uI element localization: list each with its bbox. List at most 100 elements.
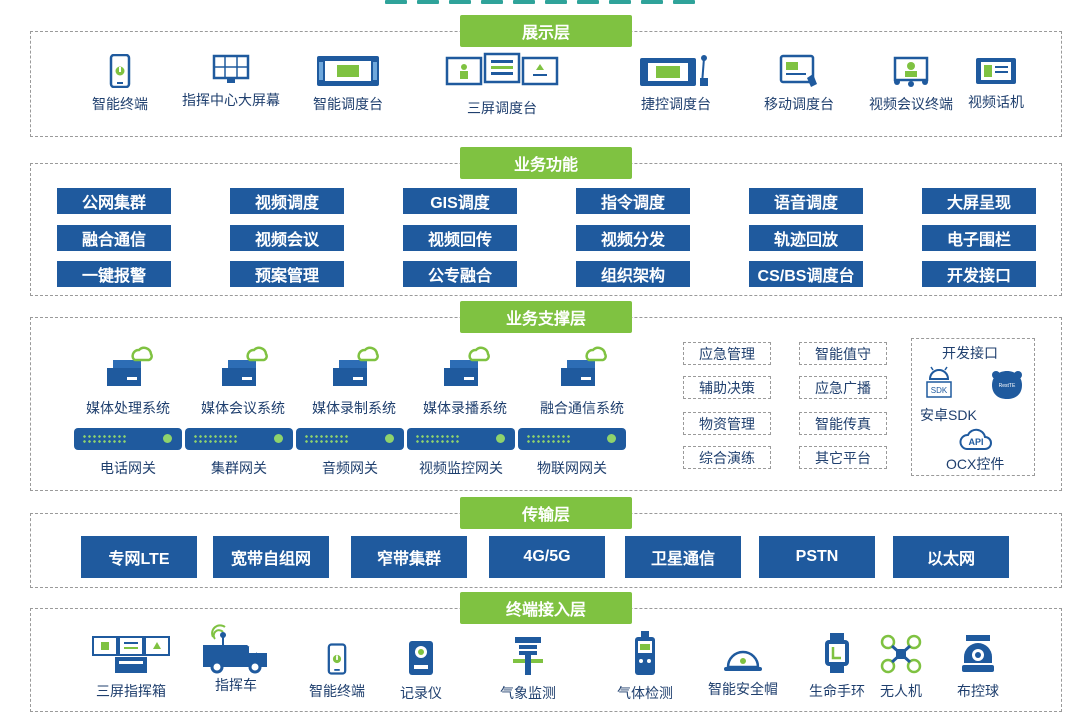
gateway-device-icon: [185, 428, 293, 450]
layer-title: 传输层: [460, 497, 632, 529]
terminal-gas-detector: 气体检测: [595, 629, 695, 703]
terminal-label: 智能终端: [309, 683, 365, 699]
video-wall-icon: [212, 54, 250, 83]
gateway-device-icon: [296, 428, 404, 450]
terminal-dome-camera: 布控球: [928, 633, 1028, 701]
api-cloud-icon: API: [959, 428, 992, 450]
system-label: 媒体处理系统: [86, 400, 170, 416]
display-layer: 展示层 智能终端 指挥中心大屏幕 智能调度台: [30, 15, 1062, 137]
app-material-management: 物资管理: [683, 412, 771, 435]
display-item-smart-terminal: 智能终端: [58, 54, 182, 114]
dev-interface-box: 开发接口 SDK 安卓SDK RestTE API OCX控件: [911, 338, 1035, 476]
gateway-label: 电话网关: [100, 460, 156, 476]
cloud-server-icon: [333, 346, 379, 386]
system-media-recording: 媒体录制系统: [299, 344, 409, 418]
display-item-label: 智能调度台: [313, 96, 383, 112]
display-item-mobile-console: 移动调度台: [737, 54, 861, 114]
function-org-structure: 组织架构: [576, 261, 690, 287]
display-item-label: 视频话机: [968, 94, 1024, 110]
gateway-label: 集群网关: [211, 460, 267, 476]
display-item-label: 捷控调度台: [641, 96, 711, 112]
display-item-label: 智能终端: [92, 96, 148, 112]
app-decision-support: 辅助决策: [683, 376, 771, 399]
desktop-console-icon: [640, 55, 708, 86]
video-phone-icon: [976, 58, 1016, 84]
video-conference-icon: [893, 56, 929, 87]
gateway-audio: 音频网关: [296, 428, 404, 478]
display-item-command-screen: 指挥中心大屏幕: [169, 54, 293, 110]
weather-station-icon: [513, 637, 543, 675]
function-plan-management: 预案管理: [230, 261, 344, 287]
gas-detector-icon: [635, 631, 655, 675]
triple-screen-case-icon: [92, 636, 170, 673]
transport-4g5g: 4G/5G: [489, 536, 605, 578]
terminal-smart-band: 生命手环: [787, 631, 887, 701]
smartphone-icon: [109, 54, 131, 88]
sdk-badge: SDK: [931, 386, 948, 395]
system-converged-comm: 融合通信系统: [527, 344, 637, 418]
smart-band-icon: [825, 633, 849, 673]
transport-narrowband-cluster: 窄带集群: [351, 536, 467, 578]
gateway-video-monitoring: 视频监控网关: [407, 428, 515, 478]
app-other-platforms: 其它平台: [799, 446, 887, 469]
terminal-label: 智能安全帽: [708, 681, 778, 697]
terminal-smart-helmet: 智能安全帽: [693, 647, 793, 699]
system-media-processing: 媒体处理系统: [73, 344, 183, 418]
function-track-playback: 轨迹回放: [749, 225, 863, 251]
terminal-label: 气体检测: [617, 685, 673, 701]
function-one-key-alarm: 一键报警: [57, 261, 171, 287]
display-item-triple-screen: 三屏调度台: [440, 52, 564, 118]
system-label: 媒体录播系统: [423, 400, 507, 416]
system-label: 融合通信系统: [540, 400, 624, 416]
gateway-label: 物联网网关: [537, 460, 607, 476]
app-smart-duty: 智能值守: [799, 342, 887, 365]
cloud-server-icon: [222, 346, 268, 386]
terminal-command-vehicle: 指挥车: [186, 623, 286, 695]
touch-tablet-icon: [779, 54, 817, 87]
android-sdk-icon: SDK: [926, 366, 952, 398]
api-badge: API: [968, 437, 983, 447]
function-video-dispatch: 视频调度: [230, 188, 344, 214]
dispatch-console-icon: [317, 56, 379, 86]
function-voice-dispatch: 语音调度: [749, 188, 863, 214]
gateway-device-icon: [407, 428, 515, 450]
display-item-label: 三屏调度台: [467, 100, 537, 116]
ocx-label: OCX控件: [946, 456, 1005, 472]
transport-layer: 传输层 专网LTE 宽带自组网 窄带集群 4G/5G 卫星通信 PSTN 以太网: [30, 497, 1062, 588]
app-emergency-management: 应急管理: [683, 342, 771, 365]
display-item-label: 移动调度台: [764, 96, 834, 112]
smartphone-icon: [327, 643, 347, 675]
gateway-label: 音频网关: [322, 460, 378, 476]
android-sdk-label: 安卓SDK: [920, 407, 977, 423]
transport-satellite: 卫星通信: [625, 536, 741, 578]
gateway-label: 视频监控网关: [419, 460, 503, 476]
cloud-server-icon: [561, 346, 607, 386]
dome-camera-icon: [962, 635, 994, 672]
transport-pstn: PSTN: [759, 536, 875, 578]
display-item-label: 视频会议终端: [869, 96, 953, 112]
command-vehicle-icon: [203, 624, 267, 674]
function-geofence: 电子围栏: [922, 225, 1036, 251]
layer-title: 业务功能: [460, 147, 632, 179]
system-label: 媒体录制系统: [312, 400, 396, 416]
cloud-server-icon: [444, 346, 490, 386]
terminal-label: 生命手环: [809, 683, 865, 699]
display-item-video-conference: 视频会议终端: [849, 54, 973, 114]
app-comprehensive-drill: 综合演练: [683, 446, 771, 469]
terminal-label: 布控球: [957, 683, 999, 699]
terminal-label: 三屏指挥箱: [96, 683, 166, 699]
function-big-screen: 大屏呈现: [922, 188, 1036, 214]
app-emergency-broadcast: 应急广播: [799, 376, 887, 399]
function-dev-interface: 开发接口: [922, 261, 1036, 287]
terminal-label: 记录仪: [400, 685, 442, 701]
function-command-dispatch: 指令调度: [576, 188, 690, 214]
display-item-smart-console: 智能调度台: [286, 54, 410, 114]
system-label: 媒体会议系统: [201, 400, 285, 416]
system-media-broadcast: 媒体录播系统: [410, 344, 520, 418]
layer-title: 展示层: [460, 15, 632, 47]
function-csbs-console: CS/BS调度台: [749, 261, 863, 287]
system-media-conference: 媒体会议系统: [188, 344, 298, 418]
layer-title: 业务支撑层: [460, 301, 632, 333]
safety-helmet-icon: [724, 650, 762, 671]
functions-layer: 业务功能 公网集群 视频调度 GIS调度 指令调度 语音调度 大屏呈现 融合通信…: [30, 147, 1062, 296]
